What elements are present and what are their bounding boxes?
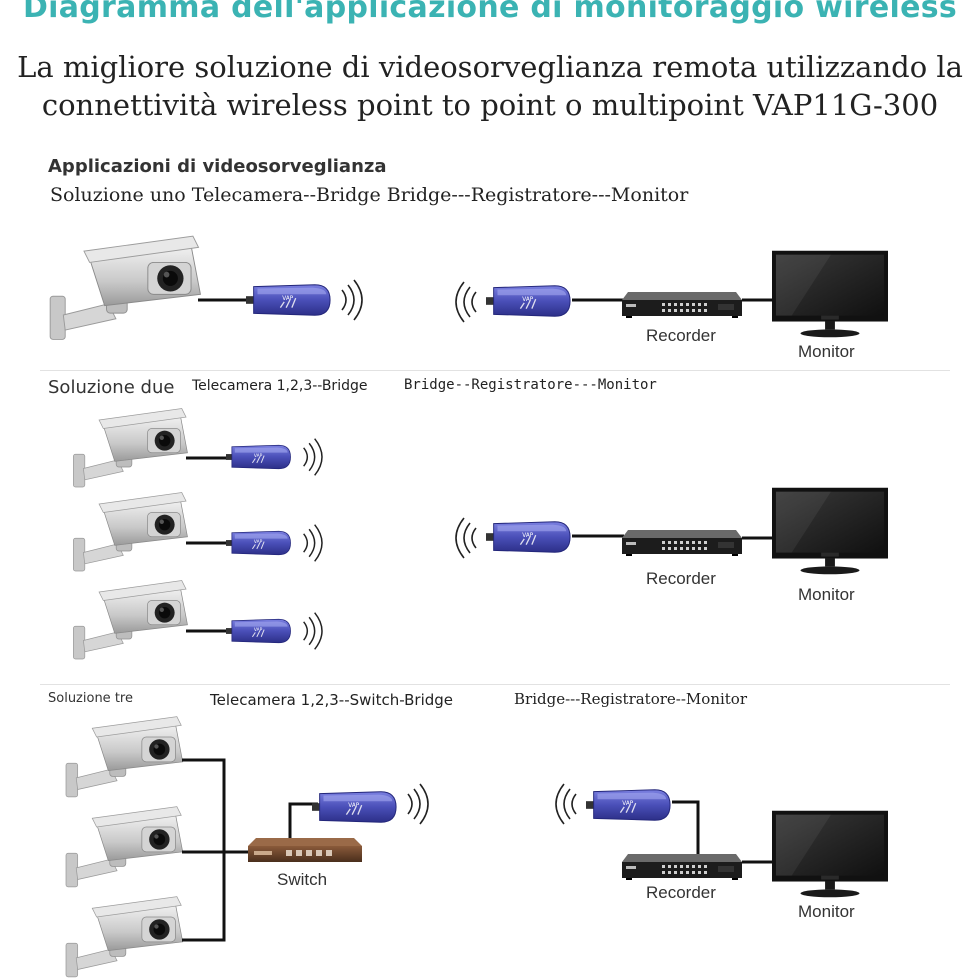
wifi-waves-icon (302, 437, 323, 477)
wireless-bridge-icon (245, 284, 331, 316)
security-camera-icon (65, 806, 184, 888)
section-divider (40, 370, 950, 371)
wifi-waves-icon (455, 517, 477, 559)
network-switch-icon (248, 838, 362, 862)
monitor-icon (772, 250, 888, 338)
page-title: Diagramma dell'applicazione di monitorag… (22, 0, 958, 25)
security-camera-icon (65, 896, 184, 978)
section2-diagram (73, 408, 888, 660)
wifi-waves-icon (341, 279, 363, 321)
wireless-bridge-icon (225, 530, 292, 556)
wireless-bridge-icon (225, 618, 292, 644)
cable (182, 758, 226, 942)
section3-diagram (65, 716, 888, 978)
wifi-waves-icon (555, 783, 577, 825)
wireless-bridge-icon (311, 790, 397, 824)
section2-monitor-label: Monitor (798, 585, 855, 604)
recorder-icon (622, 530, 742, 556)
monitor-icon (772, 487, 888, 575)
cable (672, 800, 700, 862)
security-camera-icon (73, 580, 188, 660)
subtitle-line-2: connettività wireless point to point o m… (41, 88, 939, 122)
section3-left-caption: Telecamera 1,2,3--Switch-Bridge (210, 691, 454, 709)
wireless-bridge-icon (585, 788, 671, 822)
section2-left-caption: Telecamera 1,2,3--Bridge (192, 378, 368, 394)
security-camera-icon (65, 716, 184, 798)
security-camera-icon (49, 235, 201, 340)
wifi-waves-icon (407, 783, 429, 825)
section1-recorder-label: Recorder (646, 326, 716, 345)
section1-diagram (49, 235, 888, 340)
section3-recorder-label: Recorder (646, 883, 716, 902)
wifi-waves-icon (302, 611, 323, 651)
security-camera-icon (73, 492, 188, 572)
section1-caption: Soluzione uno Telecamera--Bridge Bridge-… (50, 184, 689, 206)
wireless-bridge-icon (225, 444, 292, 470)
wifi-waves-icon (302, 523, 323, 563)
monitor-icon (772, 810, 888, 898)
section3-heading: Soluzione tre (48, 691, 133, 706)
security-camera-icon (73, 408, 188, 488)
cable (288, 802, 318, 838)
section2-recorder-label: Recorder (646, 569, 716, 588)
subtitle-line-1: La migliore soluzione di videosorveglian… (17, 50, 963, 84)
section1-monitor-label: Monitor (798, 342, 855, 361)
section3-monitor-label: Monitor (798, 902, 855, 921)
wifi-waves-icon (455, 281, 477, 323)
page-subtitle: La migliore soluzione di videosorveglian… (0, 48, 980, 124)
section2-heading: Soluzione due (48, 377, 175, 398)
wireless-bridge-icon (485, 284, 571, 318)
section3-switch-label: Switch (277, 870, 328, 889)
section1-heading: Applicazioni di videosorveglianza (48, 156, 387, 177)
recorder-icon (622, 292, 742, 318)
section-divider (40, 684, 950, 685)
wireless-bridge-icon (485, 520, 571, 554)
section2-right-caption: Bridge--Registratore---Monitor (404, 377, 657, 393)
recorder-icon (622, 854, 742, 880)
section3-right-caption: Bridge---Registratore--Monitor (514, 690, 748, 708)
